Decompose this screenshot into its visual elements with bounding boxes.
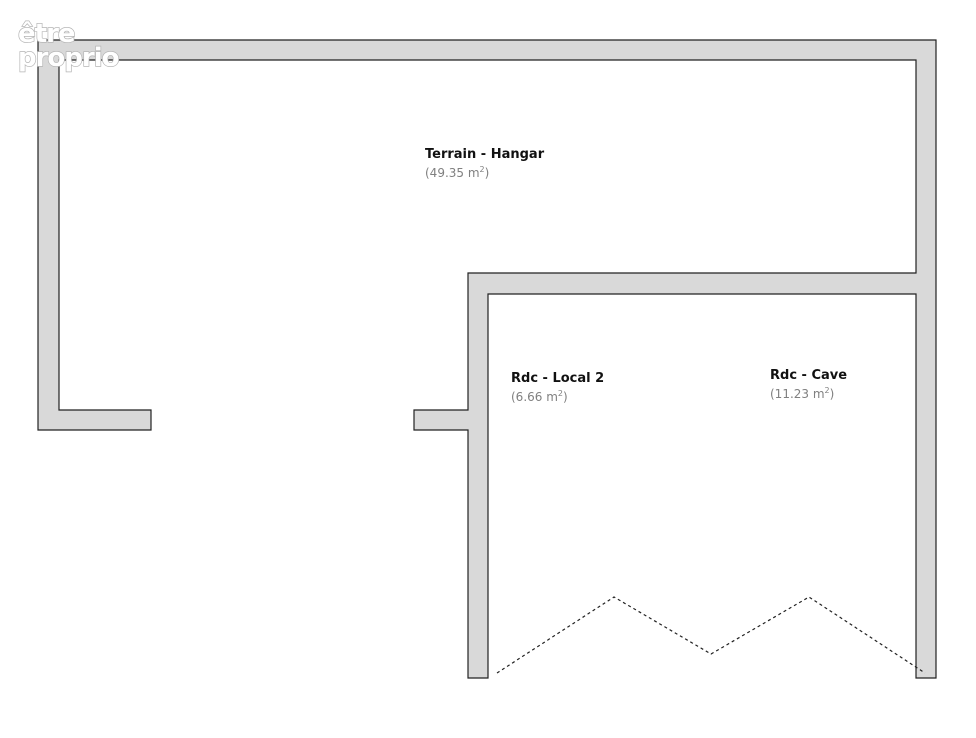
etre-proprio-logo: être proprio	[17, 18, 120, 73]
door-swing-line	[496, 596, 926, 674]
room-label-rdc-cave: Rdc - Cave (11.23 m2)	[770, 368, 847, 401]
room-area: (11.23 m2)	[770, 386, 834, 401]
logo-line-1: être	[18, 19, 75, 49]
room-area: (49.35 m2)	[425, 165, 489, 180]
outer-wall	[37, 39, 937, 679]
room-name: Terrain - Hangar	[425, 147, 545, 162]
room-name: Rdc - Local 2	[511, 371, 604, 386]
room-label-rdc-local-2: Rdc - Local 2 (6.66 m2)	[511, 371, 604, 404]
room-label-terrain-hangar: Terrain - Hangar (49.35 m2)	[425, 147, 545, 180]
logo-line-2: proprio	[18, 43, 119, 73]
room-area: (6.66 m2)	[511, 389, 568, 404]
room-name: Rdc - Cave	[770, 368, 847, 383]
